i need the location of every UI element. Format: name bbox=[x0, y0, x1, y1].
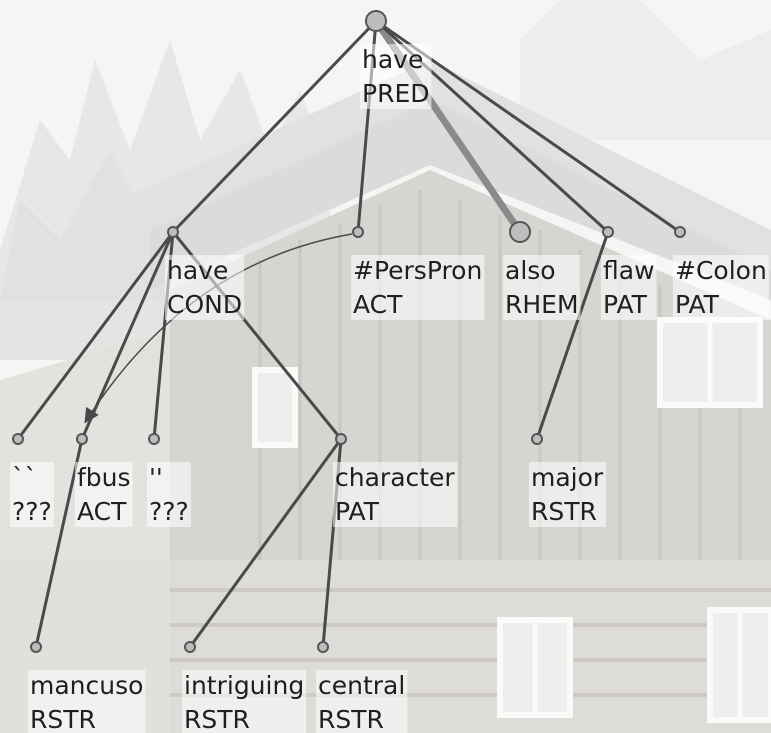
node-lemma-fbus: fbus bbox=[77, 463, 131, 492]
tree-node-mancuso[interactable] bbox=[30, 641, 42, 653]
tree-node-colon[interactable] bbox=[674, 226, 686, 238]
node-label-backdrop-quote-close bbox=[147, 462, 191, 527]
node-functor-central: RSTR bbox=[318, 705, 384, 733]
tree-node-also[interactable] bbox=[509, 221, 531, 243]
node-label-backdrop-perspron bbox=[351, 255, 485, 320]
node-lemma-have2: have bbox=[167, 256, 228, 285]
edge-flaw-to-major bbox=[535, 230, 610, 441]
tree-node-root[interactable] bbox=[365, 10, 387, 32]
node-lemma-also: also bbox=[505, 256, 556, 285]
node-lemma-quote-open: `` bbox=[12, 463, 37, 492]
node-lemma-perspron: #PersPron bbox=[353, 256, 482, 285]
node-functor-character: PAT bbox=[335, 497, 380, 526]
node-functor-mancuso: RSTR bbox=[30, 705, 96, 733]
node-functor-colon: PAT bbox=[675, 290, 720, 319]
node-lemma-central: central bbox=[318, 671, 405, 700]
node-functor-intriguing: RSTR bbox=[184, 705, 250, 733]
node-functor-perspron: ACT bbox=[353, 290, 403, 319]
node-label-backdrop-character bbox=[333, 462, 458, 527]
node-functor-fbus: ACT bbox=[77, 497, 127, 526]
tree-node-flaw[interactable] bbox=[602, 226, 614, 238]
node-lemma-character: character bbox=[335, 463, 455, 492]
node-label-backdrop-intriguing bbox=[182, 670, 307, 733]
node-functor-also: RHEM bbox=[505, 290, 579, 319]
node-functor-flaw: PAT bbox=[603, 290, 648, 319]
node-lemma-intriguing: intriguing bbox=[184, 671, 304, 700]
node-label-backdrop-fbus bbox=[75, 462, 133, 527]
tree-node-quote-open[interactable] bbox=[12, 433, 24, 445]
edge-root-to-have2 bbox=[171, 19, 378, 234]
tree-node-quote-close[interactable] bbox=[148, 433, 160, 445]
edge-have2-to-quote-open bbox=[16, 230, 175, 441]
tree-node-have2[interactable] bbox=[167, 226, 179, 238]
node-label-backdrop-flaw bbox=[601, 255, 657, 320]
node-lemma-mancuso: mancuso bbox=[30, 671, 143, 700]
node-lemma-major: major bbox=[531, 463, 604, 492]
node-label-backdrop-quote-open bbox=[10, 462, 54, 527]
node-functor-have2: COND bbox=[167, 290, 242, 319]
node-lemma-quote-close: '' bbox=[149, 463, 163, 492]
tree-node-major[interactable] bbox=[531, 433, 543, 445]
tree-node-fbus[interactable] bbox=[76, 433, 88, 445]
node-label-backdrop-mancuso bbox=[28, 670, 146, 733]
node-functor-quote-close: ??? bbox=[149, 497, 189, 526]
edge-fbus-to-mancuso bbox=[34, 437, 84, 649]
tree-node-central[interactable] bbox=[317, 641, 329, 653]
node-label-backdrop-colon bbox=[673, 255, 769, 320]
tree-node-intriguing[interactable] bbox=[184, 641, 196, 653]
node-lemma-colon: #Colon bbox=[675, 256, 767, 285]
node-label-backdrop-major bbox=[529, 462, 606, 527]
node-label-backdrop-also bbox=[503, 255, 581, 320]
node-functor-quote-open: ??? bbox=[12, 497, 52, 526]
node-lemma-root: have bbox=[362, 45, 423, 74]
node-label-quote-open: ``??? bbox=[10, 462, 54, 527]
node-lemma-flaw: flaw bbox=[603, 256, 655, 285]
edge-character-to-intriguing bbox=[188, 437, 343, 649]
node-label-backdrop-central bbox=[316, 670, 408, 733]
tree-node-character[interactable] bbox=[335, 433, 347, 445]
node-functor-root: PRED bbox=[362, 79, 430, 108]
node-label-backdrop-have2 bbox=[165, 255, 245, 320]
node-label-backdrop-root bbox=[360, 44, 432, 109]
node-functor-major: RSTR bbox=[531, 497, 597, 526]
node-label-quote-close: ''??? bbox=[147, 462, 191, 527]
tree-node-perspron[interactable] bbox=[352, 226, 364, 238]
